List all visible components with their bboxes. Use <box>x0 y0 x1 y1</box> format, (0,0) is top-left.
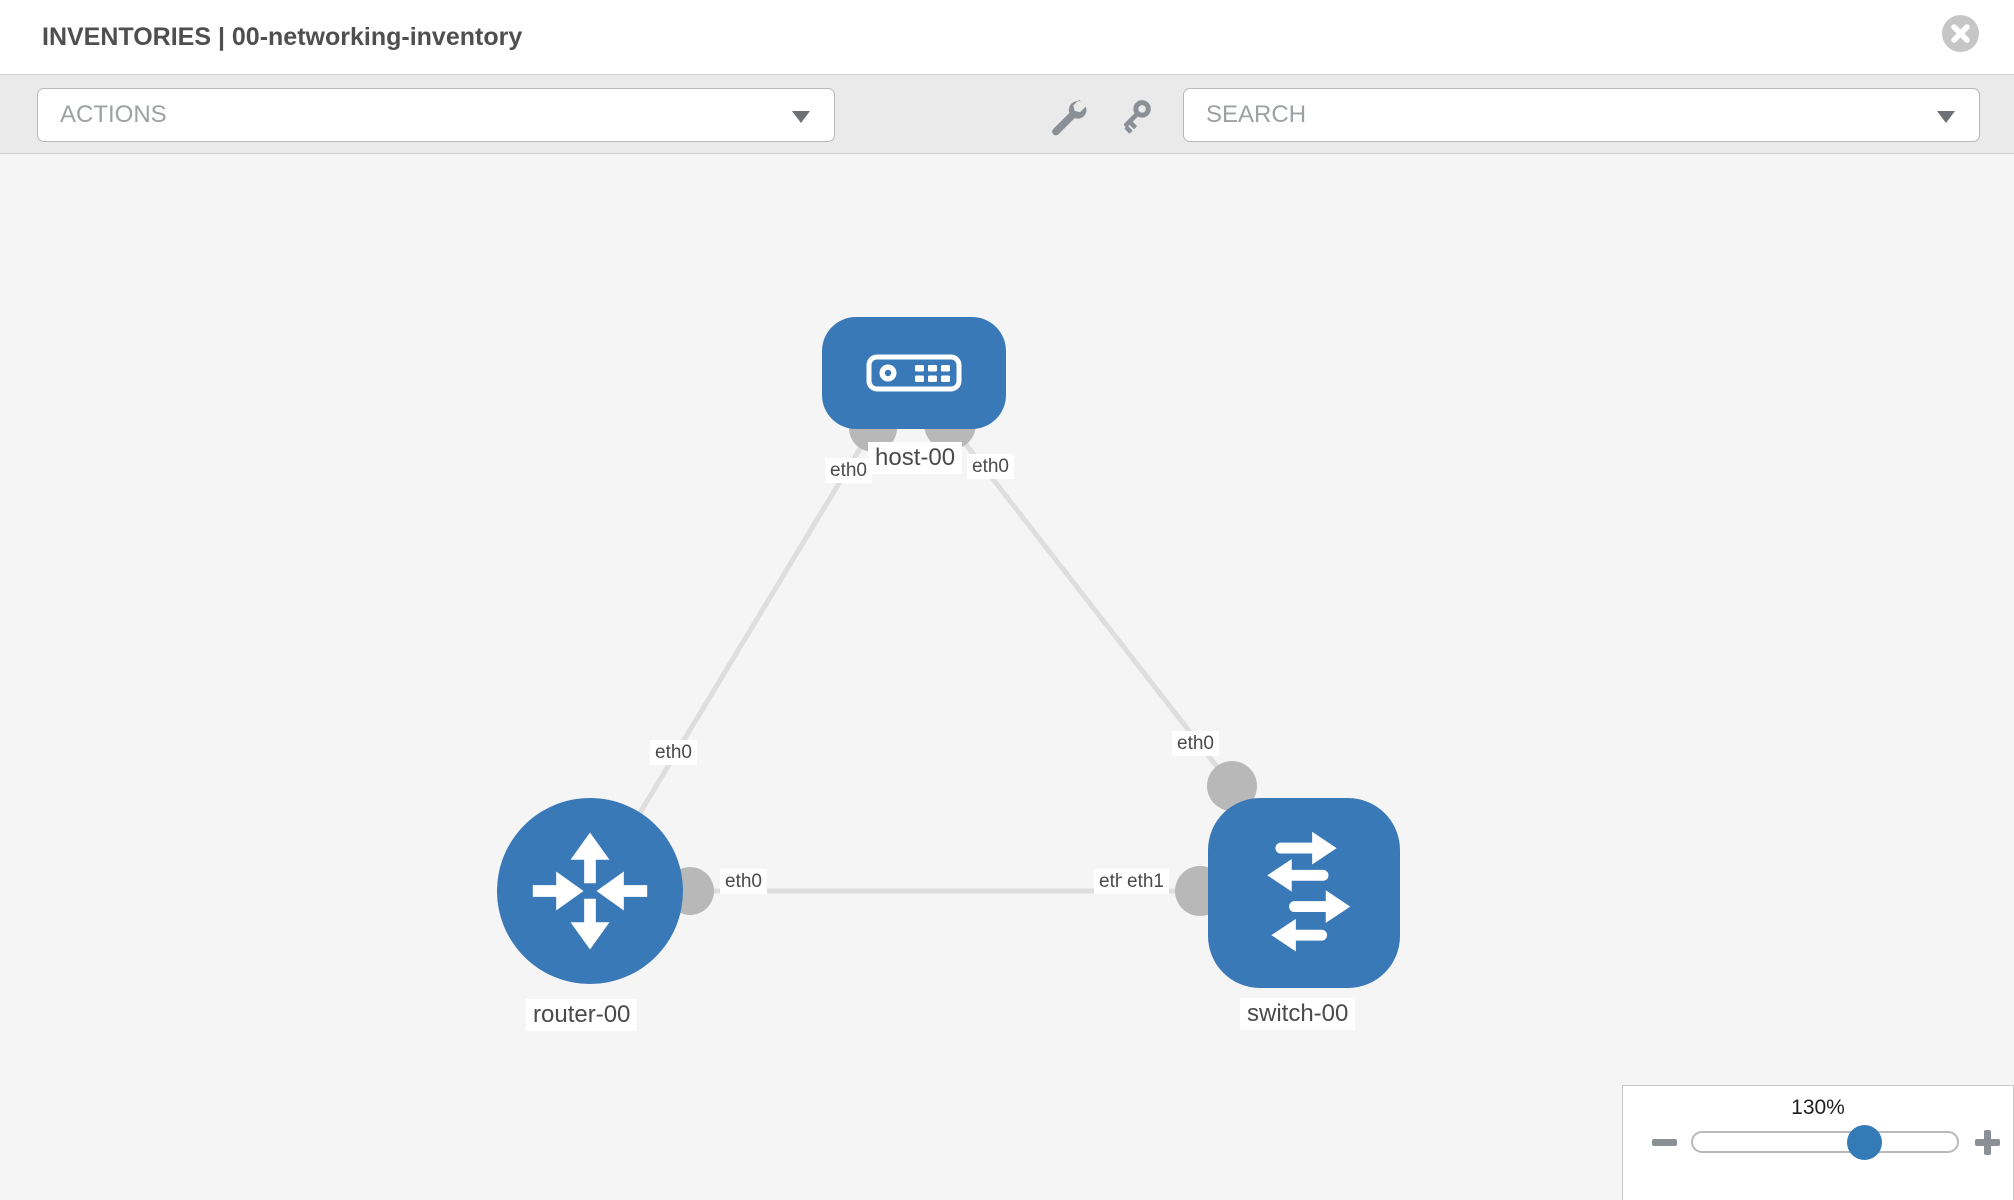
zoom-slider-knob[interactable] <box>1847 1125 1882 1160</box>
zoom-out-minus-icon[interactable] <box>1652 1139 1677 1146</box>
node-label-switch: switch-00 <box>1240 998 1356 1030</box>
toolbar: ACTIONS SEARCH <box>0 75 2014 154</box>
node-router[interactable] <box>497 798 683 984</box>
topology-canvas[interactable]: host-00 router-00 switch-00 eth0 eth0 et… <box>0 154 2014 1200</box>
link-host-switch <box>948 422 1234 788</box>
node-switch[interactable] <box>1208 798 1400 988</box>
search-dropdown[interactable]: SEARCH <box>1183 88 1980 142</box>
chevron-down-icon <box>792 111 810 123</box>
iface-label-host-to-switch: eth0 <box>967 454 1014 479</box>
close-icon[interactable] <box>1942 15 1979 52</box>
iface-label-switch-to-host: eth0 <box>1172 731 1219 756</box>
tools-button[interactable] <box>1047 96 1087 136</box>
key-icon <box>1123 100 1151 134</box>
links-layer <box>629 398 1260 916</box>
port-switch-top <box>1207 761 1257 811</box>
chevron-down-icon <box>1937 111 1955 123</box>
actions-dropdown[interactable]: ACTIONS <box>37 88 835 142</box>
node-label-host: host-00 <box>868 442 963 474</box>
switch-icon <box>1267 831 1351 952</box>
node-host[interactable] <box>822 317 1006 429</box>
wrench-icon <box>1052 99 1087 136</box>
search-placeholder: SEARCH <box>1206 101 1307 128</box>
node-label-router: router-00 <box>526 999 638 1031</box>
iface-label-host-to-router: eth0 <box>825 458 872 483</box>
credentials-button[interactable] <box>1115 96 1155 136</box>
page-title: INVENTORIES | 00-networking-inventory <box>42 23 523 51</box>
zoom-in-plus-icon[interactable] <box>1975 1130 2000 1155</box>
host-icon <box>866 354 962 392</box>
iface-label-switch-to-router: eth1 <box>1122 869 1169 894</box>
router-icon <box>532 832 648 950</box>
iface-label-router-to-switch: eth0 <box>720 869 767 894</box>
header: INVENTORIES | 00-networking-inventory <box>0 0 2014 75</box>
iface-label-router-to-host: eth0 <box>650 740 697 765</box>
zoom-slider-track[interactable] <box>1691 1131 1959 1153</box>
zoom-level-value: 130% <box>1791 1096 1845 1119</box>
x-glyph <box>1951 24 1970 43</box>
zoom-control-panel: 130% <box>1622 1085 2014 1200</box>
actions-dropdown-label: ACTIONS <box>60 101 167 128</box>
